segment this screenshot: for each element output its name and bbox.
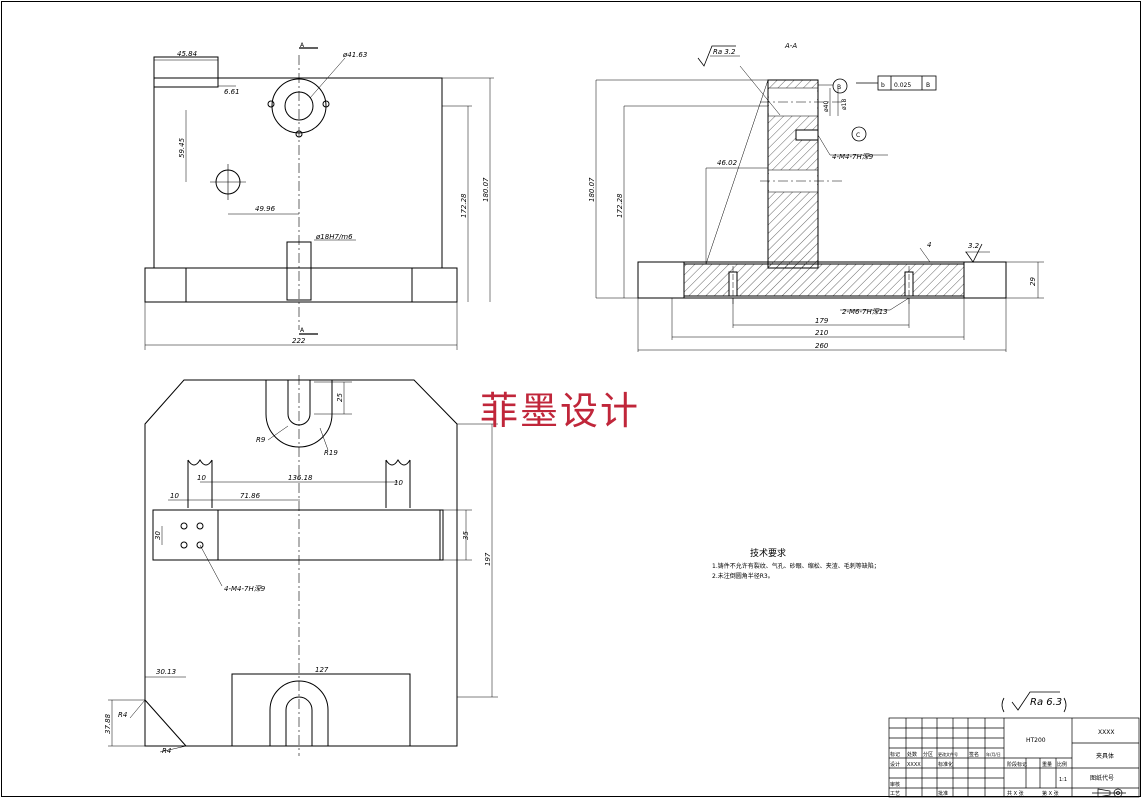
- plan-dim-30-13: 30.13: [156, 668, 176, 676]
- tb-scale: 1:1: [1059, 777, 1067, 783]
- sec-note-holes-bottom: 2-M6-7H深13: [842, 308, 888, 316]
- sec-note-holes-top: 4-M4-7H深9: [832, 153, 874, 161]
- dim-59-45: 59.45: [178, 137, 186, 158]
- datum-b-circle: [832, 78, 848, 94]
- plan-dim-10-a: 10: [197, 474, 206, 482]
- tolerance-symbol: b: [881, 82, 885, 89]
- tb-stage-mark: 阶段标记: [1007, 761, 1027, 768]
- tb-cell-change: 更改文件号: [938, 751, 958, 757]
- tb-cell-mark: 标记: [890, 751, 900, 758]
- dim-222: 222: [292, 337, 306, 345]
- plan-dim-136-18: 136.18: [288, 474, 313, 482]
- section-dimension-lines: [595, 55, 1044, 352]
- datum-c-label: C: [856, 132, 860, 139]
- tolerance-frame: [856, 75, 937, 91]
- plan-dim-127: 127: [315, 666, 329, 674]
- tb-cell-approve: 批准: [938, 790, 948, 797]
- plan-dim-71-86: 71.86: [240, 492, 261, 500]
- plan-dim-10-b: 10: [394, 479, 403, 487]
- watermark-text: 菲墨设计: [480, 389, 640, 433]
- plan-dim-r4-b: R4: [162, 747, 171, 755]
- plan-dim-25: 25: [336, 393, 344, 402]
- plan-dim-r4-a: R4: [118, 711, 127, 719]
- tb-cell-standard: 标准化: [938, 761, 953, 768]
- tb-material: HT200: [1026, 737, 1046, 744]
- tb-code: XXXX: [1098, 729, 1114, 736]
- roughness-symbol-top: [697, 45, 736, 67]
- sec-dim-210: 210: [815, 329, 829, 337]
- cut-label-bottom: A: [300, 327, 305, 334]
- tb-cell-sign: 签名: [969, 751, 979, 758]
- sec-dim-phi-18: ø18: [841, 99, 848, 110]
- plan-dim-r9: R9: [256, 436, 266, 444]
- dim-phi-18: ø18H7/m6: [315, 233, 353, 241]
- tb-cell-designer: XXXX: [907, 762, 921, 768]
- tb-cell-review: 审核: [890, 781, 900, 788]
- general-roughness-ra: Ra 6.3: [1030, 697, 1062, 708]
- dim-49-96: 49.96: [255, 205, 276, 213]
- cut-label-top: A: [300, 42, 305, 49]
- dim-180-07: 180.07: [482, 177, 490, 202]
- tb-cell-count: 处数: [907, 751, 917, 758]
- roughness-symbol-right: [965, 243, 983, 263]
- dim-45-84: 45.84: [177, 50, 197, 58]
- sec-dim-4: 4: [927, 241, 931, 249]
- sec-dim-46-02: 46.02: [717, 159, 738, 167]
- tb-drawing-no: 图纸代号: [1090, 774, 1114, 782]
- datum-c-circle: [851, 126, 867, 142]
- plan-dim-197: 197: [484, 552, 492, 566]
- plan-dim-37-88: 37.88: [104, 713, 112, 734]
- tb-cell-design: 设计: [890, 761, 900, 768]
- plan-dimension-lines: [108, 381, 498, 753]
- tb-weight: 重量: [1042, 761, 1052, 768]
- tech-req-title: 技术要求: [750, 547, 786, 559]
- tb-cell-date: 年/月/日: [986, 751, 1001, 757]
- roughness-3-2-right: 3.2: [968, 242, 980, 250]
- sec-dim-phi-40: ø40: [823, 101, 830, 112]
- sec-dim-29: 29: [1029, 277, 1037, 286]
- tb-cell-zone: 分区: [923, 751, 933, 758]
- front-view: [144, 47, 494, 350]
- sec-dim-260: 260: [815, 342, 829, 350]
- tb-sheet-no: 第 X 张: [1042, 790, 1059, 797]
- tb-cell-process: 工艺: [890, 791, 900, 797]
- sec-dim-172-28: 172.28: [616, 193, 624, 218]
- sec-dim-179: 179: [815, 317, 829, 325]
- plan-dim-30: 30: [154, 531, 162, 540]
- dim-172-28: 172.28: [460, 193, 468, 218]
- tb-ratio: 比例: [1057, 761, 1067, 768]
- plan-view: [144, 375, 458, 756]
- dim-phi-41-63: ø41.63: [342, 51, 367, 59]
- tolerance-value: 0.025: [894, 82, 911, 89]
- plan-dim-r19: R19: [324, 449, 338, 457]
- datum-b-label: B: [837, 84, 841, 91]
- plan-dim-10-c: 10: [170, 492, 179, 500]
- roughness-ra-3-2: Ra 3.2: [713, 48, 736, 56]
- dim-6-61: 6.61: [224, 88, 240, 96]
- title-block: [888, 717, 1140, 798]
- general-roughness: [1001, 691, 1067, 713]
- tolerance-datum: B: [926, 82, 930, 89]
- tb-name: 夹具体: [1096, 752, 1114, 760]
- tb-sheet-total: 共 X 张: [1007, 790, 1024, 797]
- section-view: [637, 79, 1007, 305]
- tech-req-line-1: 1.铸件不允许有裂纹、气孔、砂眼、缩松、夹渣、毛刺等缺陷；: [712, 562, 880, 570]
- projection-symbol: [1092, 788, 1126, 798]
- sec-dim-180-07: 180.07: [588, 177, 596, 202]
- plan-dim-35: 35: [462, 531, 470, 540]
- plan-note-holes: 4-M4-7H深9: [224, 585, 266, 593]
- tech-req-line-2: 2.未注倒圆角半径R3。: [712, 572, 774, 580]
- section-label: A-A: [784, 42, 797, 50]
